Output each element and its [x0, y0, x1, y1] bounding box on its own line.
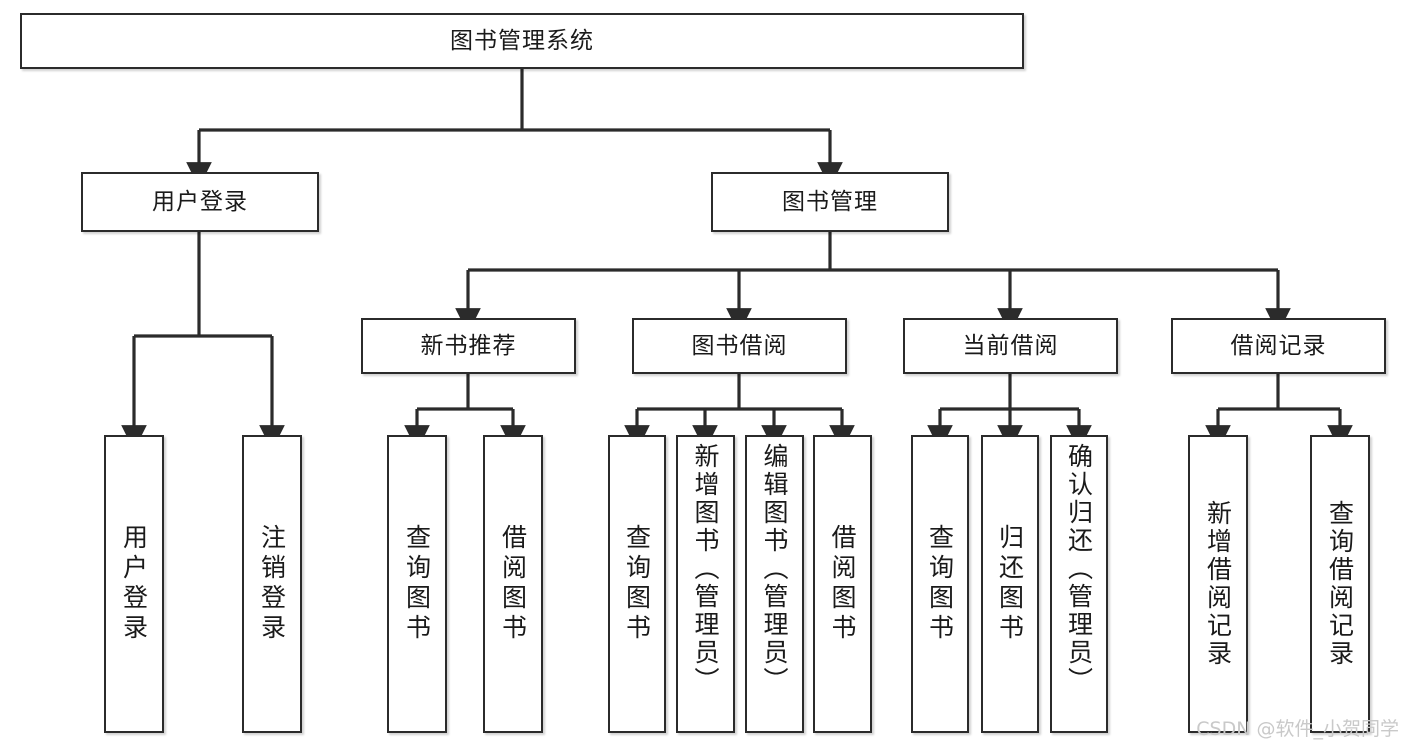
node-leaf-return-book[interactable]: 归还图书 — [981, 435, 1039, 733]
node-leaf-add-book[interactable]: 新增图书（管理员） — [676, 435, 735, 733]
node-borrow-record-label: 借阅记录 — [1230, 332, 1327, 359]
node-leaf-borrow-book-1-label: 借阅图书 — [498, 524, 528, 644]
node-leaf-borrow-book-2[interactable]: 借阅图书 — [813, 435, 872, 733]
node-leaf-add-book-label: 新增图书（管理员） — [691, 443, 720, 695]
node-borrow-record[interactable]: 借阅记录 — [1171, 318, 1386, 374]
node-leaf-borrow-book-2-label: 借阅图书 — [828, 524, 857, 644]
node-current-borrow[interactable]: 当前借阅 — [903, 318, 1118, 374]
node-book-borrow[interactable]: 图书借阅 — [632, 318, 847, 374]
node-leaf-add-record[interactable]: 新增借阅记录 — [1188, 435, 1248, 733]
node-leaf-query-book-2[interactable]: 查询图书 — [608, 435, 666, 733]
node-leaf-query-record-label: 查询借阅记录 — [1325, 500, 1355, 668]
node-book-manage-label: 图书管理 — [782, 188, 878, 215]
node-leaf-user-logout-label: 注销登录 — [257, 524, 287, 644]
node-leaf-query-book-1[interactable]: 查询图书 — [387, 435, 447, 733]
node-leaf-query-book-3-label: 查询图书 — [925, 524, 955, 644]
node-leaf-user-login[interactable]: 用户登录 — [104, 435, 164, 733]
node-leaf-return-book-label: 归还图书 — [995, 524, 1025, 644]
node-new-book-rec[interactable]: 新书推荐 — [361, 318, 576, 374]
node-leaf-confirm-return-label: 确认归还（管理员） — [1064, 443, 1094, 695]
node-leaf-query-book-1-label: 查询图书 — [402, 524, 432, 644]
node-leaf-query-book-3[interactable]: 查询图书 — [911, 435, 969, 733]
csdn-watermark: CSDN @软件_小贺同学 — [1196, 718, 1399, 740]
node-leaf-edit-book[interactable]: 编辑图书（管理员） — [745, 435, 804, 733]
node-root-label: 图书管理系统 — [450, 27, 594, 54]
node-book-manage[interactable]: 图书管理 — [711, 172, 949, 232]
node-leaf-user-login-label: 用户登录 — [119, 524, 149, 644]
node-leaf-user-logout[interactable]: 注销登录 — [242, 435, 302, 733]
node-leaf-add-record-label: 新增借阅记录 — [1203, 500, 1233, 668]
node-leaf-confirm-return[interactable]: 确认归还（管理员） — [1050, 435, 1108, 733]
node-root[interactable]: 图书管理系统 — [20, 13, 1024, 69]
node-leaf-query-record[interactable]: 查询借阅记录 — [1310, 435, 1370, 733]
node-leaf-borrow-book-1[interactable]: 借阅图书 — [483, 435, 543, 733]
node-leaf-query-book-2-label: 查询图书 — [622, 524, 652, 644]
node-current-borrow-label: 当前借阅 — [962, 332, 1059, 359]
node-new-book-rec-label: 新书推荐 — [420, 332, 517, 359]
node-book-borrow-label: 图书借阅 — [691, 332, 788, 359]
node-user-login-label: 用户登录 — [152, 188, 248, 215]
node-leaf-edit-book-label: 编辑图书（管理员） — [760, 443, 789, 695]
node-user-login[interactable]: 用户登录 — [81, 172, 319, 232]
